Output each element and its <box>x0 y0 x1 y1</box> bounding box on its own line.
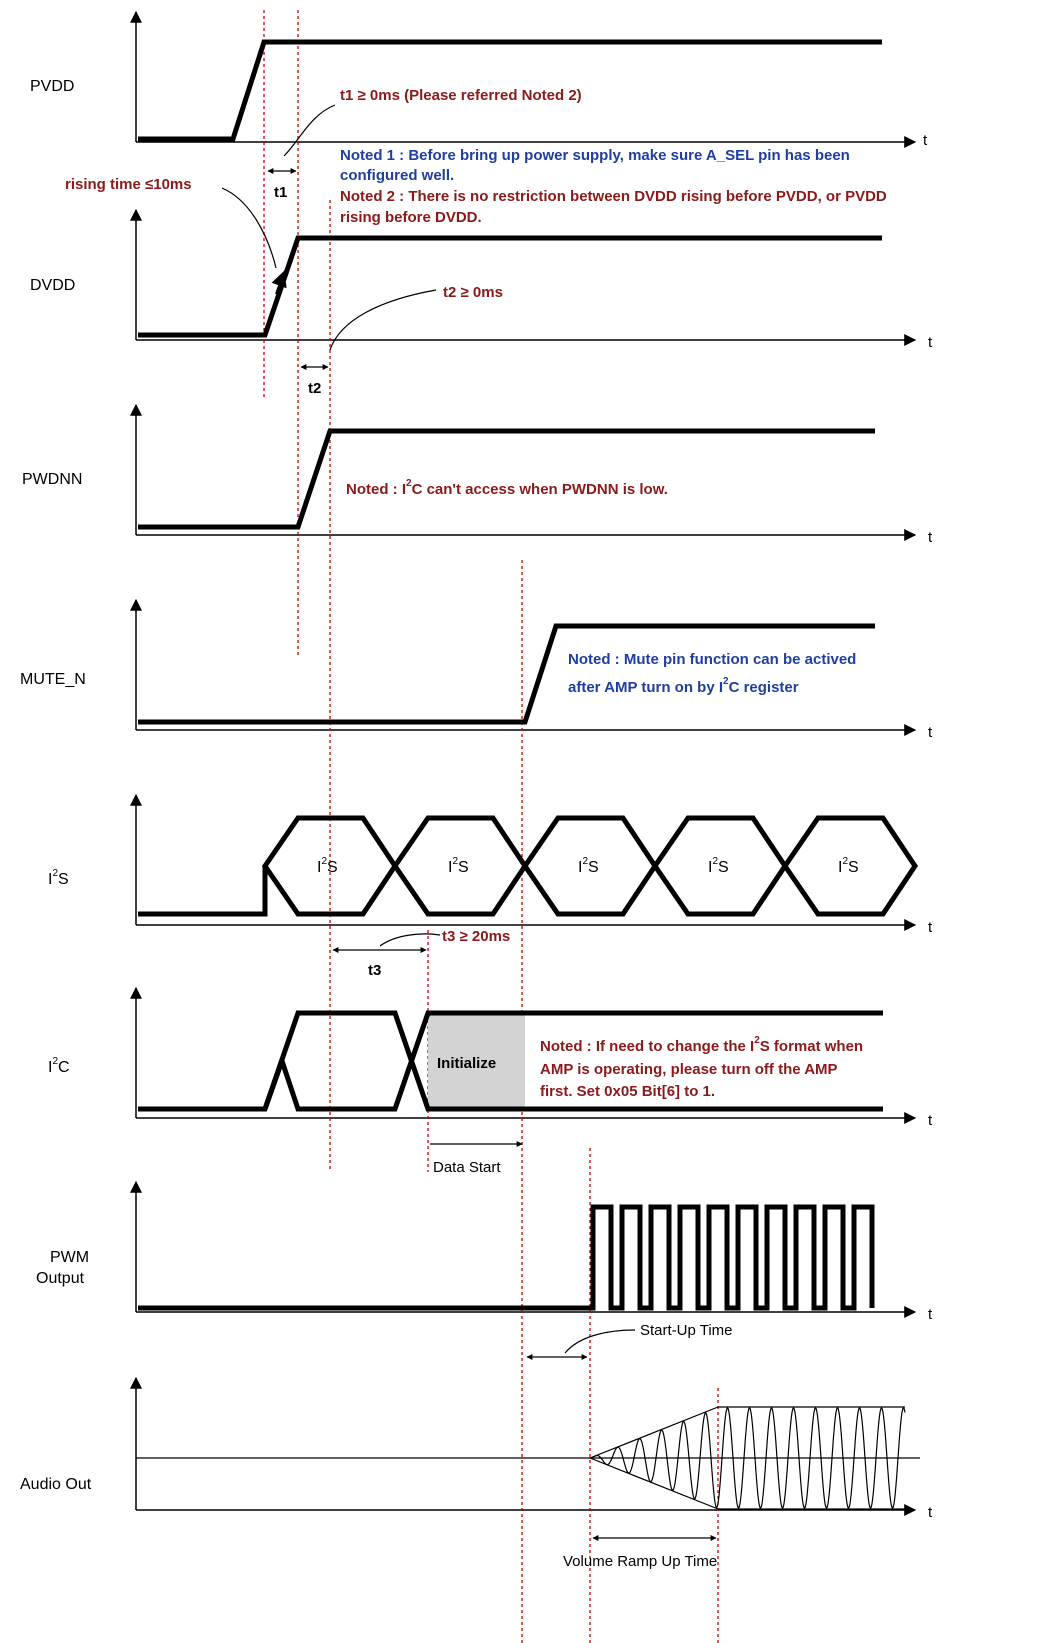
initialize-block <box>428 1013 525 1109</box>
t1-leader-line <box>283 104 336 157</box>
axes <box>130 10 917 1516</box>
start-up-leader <box>564 1329 636 1354</box>
dvdd-waveform <box>138 235 882 338</box>
t1-label: t1 <box>274 184 287 201</box>
pvdd-label: PVDD <box>30 78 74 95</box>
data-start-label: Data Start <box>433 1159 501 1176</box>
pwm-label-line2: Output <box>36 1270 85 1287</box>
i2s-cell-1: I2S <box>317 856 338 876</box>
rising-time-note: rising time ≤10ms <box>65 176 192 193</box>
mute-n-waveform <box>138 623 875 725</box>
i2c-note-line1: Noted : If need to change the I2S format… <box>540 1035 863 1055</box>
dvdd-label: DVDD <box>30 277 75 294</box>
t3-condition-note: t3 ≥ 20ms <box>442 928 510 945</box>
audio-out-waveform <box>136 1406 920 1510</box>
i2c-label: I2C <box>48 1056 70 1076</box>
initialize-label: Initialize <box>437 1055 496 1072</box>
i2s-waveform <box>138 815 919 917</box>
i2c-note-line2: AMP is operating, please turn off the AM… <box>540 1061 838 1078</box>
i2s-label: I2S <box>48 868 69 888</box>
t3-label: t3 <box>368 962 381 979</box>
t-label-dvdd: t <box>928 334 933 351</box>
noted2-line1: Noted 2 : There is no restriction betwee… <box>340 188 887 205</box>
mute-n-label: MUTE_N <box>20 671 86 688</box>
i2c-waveform <box>138 1010 883 1112</box>
t2-leader-line <box>329 289 437 351</box>
i2s-cell-3: I2S <box>578 856 599 876</box>
t-label-pwm: t <box>928 1306 933 1323</box>
t-label-mute: t <box>928 724 933 741</box>
pwdnn-label: PWDNN <box>22 471 82 488</box>
mute-note-line2: after AMP turn on by I2C register <box>568 676 799 696</box>
noted1-line2: configured well. <box>340 167 454 184</box>
audio-out-label: Audio Out <box>20 1476 92 1493</box>
timing-guides <box>263 10 719 1643</box>
i2c-note-line3: first. Set 0x05 Bit[6] to 1. <box>540 1083 715 1100</box>
rising-time-leader <box>221 187 277 269</box>
i2s-cell-2: I2S <box>448 856 469 876</box>
i2s-cell-4: I2S <box>708 856 729 876</box>
pwdnn-note: Noted : I2C can't access when PWDNN is l… <box>346 478 668 498</box>
t3-leader-line <box>379 933 441 947</box>
t2-label: t2 <box>308 380 321 397</box>
pvdd-waveform <box>138 39 882 142</box>
pwdnn-waveform <box>138 428 875 530</box>
t-label-i2s: t <box>928 919 933 936</box>
pwm-label-line1: PWM <box>50 1249 89 1266</box>
volume-ramp-label: Volume Ramp Up Time <box>563 1553 717 1570</box>
t2-condition-note: t2 ≥ 0ms <box>443 284 503 301</box>
ramp-envelope-top <box>589 1406 719 1459</box>
mute-note-line1: Noted : Mute pin function can be actived <box>568 651 856 668</box>
t1-condition-note: t1 ≥ 0ms (Please referred Noted 2) <box>340 87 582 104</box>
ramp-envelope-bottom <box>589 1457 719 1510</box>
t-label-i2c: t <box>928 1112 933 1129</box>
i2s-cell-5: I2S <box>838 856 859 876</box>
start-up-time-label: Start-Up Time <box>640 1322 733 1339</box>
t-label-audio: t <box>928 1504 933 1521</box>
rising-time-arrow <box>271 270 287 295</box>
noted1-line1: Noted 1 : Before bring up power supply, … <box>340 147 850 164</box>
t-label-pvdd: t <box>923 132 928 149</box>
t-label-pwdnn: t <box>928 529 933 546</box>
pwm-waveform <box>138 1204 875 1311</box>
noted2-line2: rising before DVDD. <box>340 209 482 226</box>
